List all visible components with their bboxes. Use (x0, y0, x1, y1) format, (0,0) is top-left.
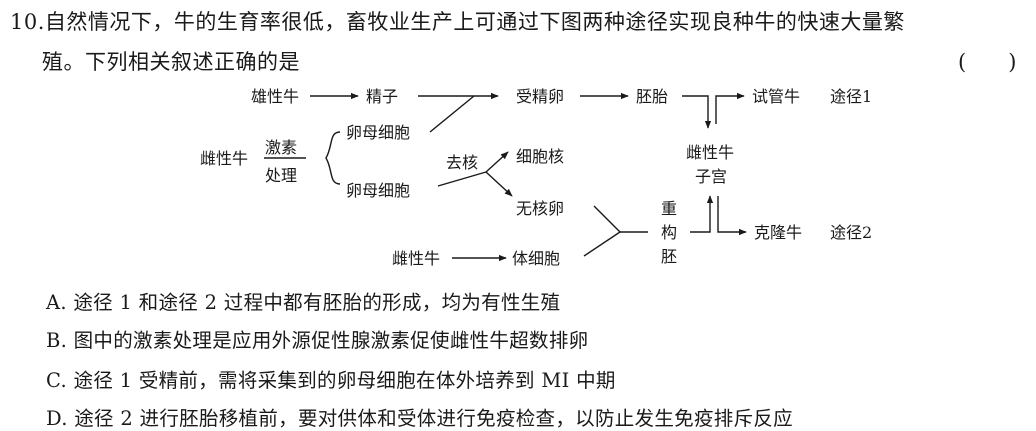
label-path-2: 途径2 (830, 223, 872, 242)
label-female-cow-2: 雌性牛 (392, 249, 440, 268)
label-nucleus: 细胞核 (516, 147, 564, 166)
arrow-to-nucleus (485, 151, 509, 173)
arrow-to-test-tube-cow (715, 92, 745, 124)
label-reconstructed-2: 构 (661, 223, 677, 242)
answer-blank[interactable]: ( ) (958, 50, 1017, 74)
line-oocyte-to-zygote (429, 95, 475, 133)
label-enucleation: 去核 (446, 153, 478, 172)
label-fertilized-egg: 受精卵 (516, 87, 564, 106)
option-c[interactable]: C. 途径 1 受精前，需将采集到的卵母细胞在体外培养到 MⅠ 中期 (46, 369, 616, 392)
line-enucleation-branch (437, 171, 487, 187)
label-clone-cow: 克隆牛 (754, 223, 802, 242)
label-oocyte-1: 卵母细胞 (346, 123, 410, 142)
label-hormone: 激素 (265, 138, 297, 157)
arrow-to-clone-cow (717, 196, 747, 236)
arrow-reconstructed-to-uterus (690, 195, 714, 233)
label-path-1: 途径1 (830, 87, 872, 106)
question-stem-line-1: 10.自然情况下，牛的生育率很低，畜牧业生产上可通过下图两种途径实现良种牛的快速… (10, 6, 905, 36)
question-text-1: 自然情况下，牛的生育率很低，畜牧业生产上可通过下图两种途径实现良种牛的快速大量繁 (44, 10, 905, 34)
label-somatic-cell: 体细胞 (512, 249, 560, 268)
arrow-to-enucleated-egg (485, 171, 513, 197)
option-b[interactable]: B. 图中的激素处理是应用外源促性腺激素促使雌性牛超数排卵 (46, 329, 589, 352)
arrow-embryo-to-uterus (682, 95, 712, 129)
label-embryo: 胚胎 (636, 87, 668, 106)
option-a[interactable]: A. 途径 1 和途径 2 过程中都有胚胎的形成，均为有性生殖 (46, 291, 561, 314)
line-cell-to-join (583, 231, 621, 257)
label-test-tube-cow: 试管牛 (752, 87, 800, 106)
label-uterus-cow: 雌性牛 (686, 143, 734, 162)
question-stem-line-2: 殖。下列相关叙述正确的是 (42, 50, 300, 74)
question-number: 10. (10, 10, 45, 34)
line-egg-to-join (593, 205, 621, 233)
label-reconstructed-1: 重 (661, 199, 677, 218)
label-enucleated-egg: 无核卵 (516, 199, 564, 218)
option-d[interactable]: D. 途径 2 进行胚胎移植前，要对供体和受体进行免疫检查，以防止发生免疫排斥反… (46, 407, 793, 430)
label-male-cow: 雄性牛 (251, 87, 299, 106)
label-reconstructed-3: 胚 (661, 247, 677, 266)
hormone-brace (325, 131, 341, 185)
label-treatment: 处理 (265, 166, 297, 185)
label-female-cow-1: 雌性牛 (200, 149, 248, 168)
label-oocyte-2: 卵母细胞 (346, 181, 410, 200)
label-uterus: 子宫 (695, 167, 727, 186)
label-sperm: 精子 (366, 87, 398, 106)
